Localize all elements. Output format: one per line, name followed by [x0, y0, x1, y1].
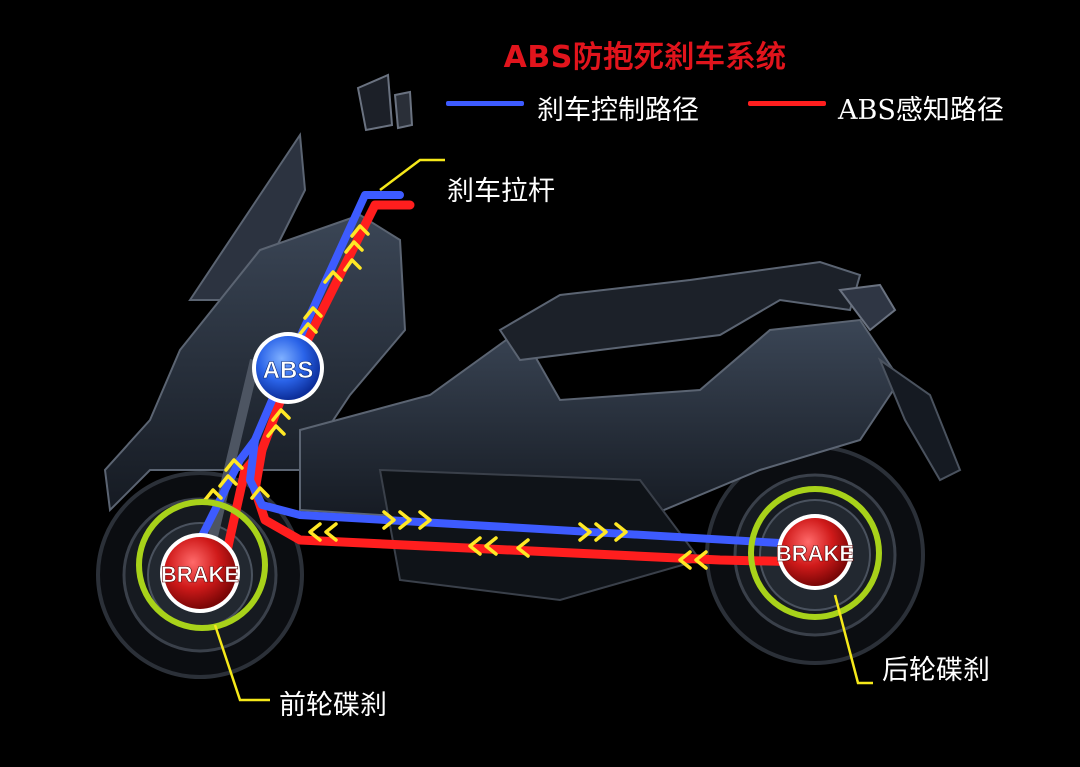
abs-sensing-path	[220, 200, 815, 567]
flow-arrows	[203, 224, 708, 570]
motorcycle-body	[103, 73, 962, 602]
legend-label-abs-sensing: ABS感知路径	[838, 95, 1004, 126]
diagram-title: ABS防抱死刹车系统	[503, 40, 787, 75]
callout-rear-disc: 后轮碟刹	[882, 655, 990, 686]
front-brake-badge-text: BRAKE	[161, 562, 239, 587]
rear-disc-ring	[748, 486, 882, 620]
callout-brake-lever: 刹车拉杆	[447, 176, 555, 207]
rear-brake-badge	[777, 514, 853, 590]
legend-swatch-abs-sensing	[748, 101, 826, 106]
callout-front-disc: 前轮碟刹	[279, 690, 387, 721]
legend-label-brake-control: 刹车控制路径	[537, 95, 699, 126]
brake-control-path	[196, 191, 784, 547]
abs-module-badge	[252, 332, 324, 404]
front-brake-badge	[160, 533, 240, 613]
abs-badge-text: ABS	[263, 357, 314, 384]
callout-lines	[213, 158, 873, 702]
front-disc-ring	[136, 499, 268, 631]
legend-swatch-brake-control	[446, 101, 524, 106]
rear-brake-badge-text: BRAKE	[776, 541, 854, 566]
